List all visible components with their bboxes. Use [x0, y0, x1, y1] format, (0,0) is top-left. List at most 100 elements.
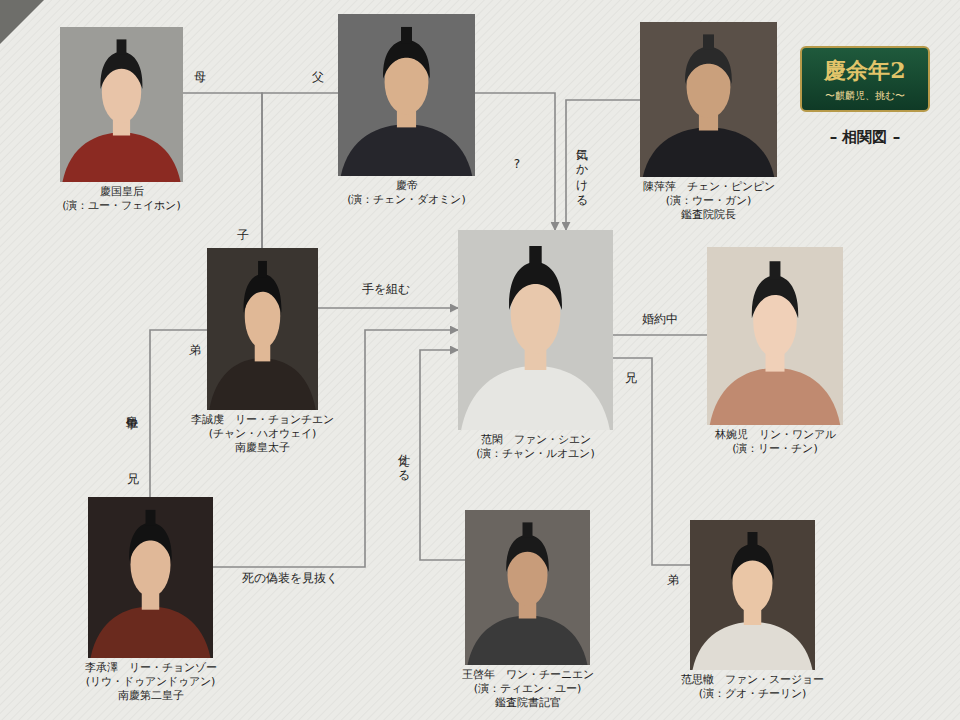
portrait-robe: [468, 615, 588, 665]
character-card: 王啓年 ワン・チーニエン(演：ティエン・ユー)鑑査院書記官: [465, 510, 590, 665]
portrait-topknot: [748, 532, 758, 547]
character-card: 慶国皇后(演：ユー・フェイホン): [60, 27, 183, 182]
portrait-placeholder: [707, 247, 843, 425]
portrait-hair: [731, 544, 774, 580]
character-card: 李承澤 リー・チョンゾー(リウ・ドゥアンドゥアン)南慶第二皇子: [88, 497, 213, 658]
portrait-placeholder: [690, 520, 815, 670]
portrait-background: [707, 247, 843, 425]
portrait-background: [640, 22, 777, 177]
relation-label: 婚約中: [642, 312, 678, 326]
character-name: 慶帝: [347, 179, 466, 193]
portrait-hair: [509, 262, 562, 310]
relation-tag: 兄: [127, 472, 139, 486]
character-caption: 范閑 ファン・シエン(演：チャン・ルオユン): [476, 433, 595, 461]
character-note: 鑑査院院長: [643, 208, 775, 222]
relation-tag: 弟: [667, 573, 679, 587]
character-caption: 范思轍 ファン・スージョー(演：グオ・チーリン): [681, 673, 824, 701]
character-name: 李承澤 リー・チョンゾー: [85, 661, 217, 675]
character-note: (演：リー・チン): [715, 442, 836, 456]
character-note: (リウ・ドゥアンドゥアン): [85, 675, 217, 689]
portrait-background: [60, 27, 183, 182]
relation-label: 父: [312, 70, 324, 84]
portrait-placeholder: [207, 248, 318, 410]
portrait-placeholder: [88, 497, 213, 658]
character-name: 慶国皇后: [62, 185, 181, 199]
portrait-robe: [341, 124, 473, 176]
relation-label: 手を組む: [362, 282, 410, 296]
relation-connector: [566, 100, 640, 230]
portrait-placeholder: [465, 510, 590, 665]
portrait-robe: [91, 606, 211, 658]
series-logo: [800, 46, 930, 112]
character-name: 王啓年 ワン・チーニエン: [462, 668, 594, 682]
character-caption: 李承澤 リー・チョンゾー(リウ・ドゥアンドゥアン)南慶第二皇子: [85, 661, 217, 703]
character-note: (チャン・ハオウェイ): [191, 427, 334, 441]
relation-connector: [262, 93, 338, 248]
character-name: 陳萍萍 チェン・ピンピン: [643, 180, 775, 194]
portrait-background: [458, 230, 613, 430]
portrait-topknot: [258, 261, 267, 277]
character-caption: 王啓年 ワン・チーニエン(演：ティエン・ユー)鑑査院書記官: [462, 668, 594, 710]
relation-label: ?: [514, 157, 520, 171]
relation-label: 仕える: [397, 445, 411, 476]
character-name: 范閑 ファン・シエン: [476, 433, 595, 447]
portrait-hair: [752, 275, 798, 318]
relation-label: 死の偽装を見抜く: [242, 571, 338, 585]
portrait-placeholder: [458, 230, 613, 430]
relation-tag: 子: [237, 228, 249, 242]
portrait-topknot: [146, 510, 156, 526]
portrait-topknot: [117, 39, 127, 55]
relation-connector: [613, 334, 707, 336]
character-note: 南慶第二皇子: [85, 689, 217, 703]
portrait-background: [465, 510, 590, 665]
portrait-robe: [209, 358, 316, 410]
portrait-topknot: [703, 34, 714, 50]
character-note: (演：ウー・ガン): [643, 194, 775, 208]
character-card: 李誠虔 リー・チョンチエン(チャン・ハオウェイ)南慶皇太子: [207, 248, 318, 410]
logo-text: 〜麒麟児、挑む〜: [825, 89, 905, 103]
character-caption: 陳萍萍 チェン・ピンピン(演：ウー・ガン)鑑査院院長: [643, 180, 775, 222]
portrait-placeholder: [640, 22, 777, 177]
relation-tag: 弟: [189, 343, 201, 357]
portrait-placeholder: [60, 27, 183, 182]
character-name: 林婉児 リン・ワンアル: [715, 428, 836, 442]
character-name: 李誠虔 リー・チョンチエン: [191, 413, 334, 427]
relation-label: 皇位争い: [125, 406, 139, 424]
character-note: (演：チャン・ルオユン): [476, 447, 595, 461]
character-note: (演：ティエン・ユー): [462, 682, 594, 696]
portrait-background: [207, 248, 318, 410]
portrait-topknot: [770, 261, 781, 279]
relation-connector: [475, 93, 555, 230]
portrait-robe: [461, 366, 610, 430]
portrait-background: [338, 14, 475, 176]
portrait-hair: [506, 535, 549, 572]
relation-connector: [183, 93, 262, 248]
character-caption: 李誠虔 リー・チョンチエン(チャン・ハオウェイ)南慶皇太子: [191, 413, 334, 455]
portrait-hair: [101, 52, 143, 89]
corner-triangle: [0, 0, 44, 44]
relation-label: 母: [194, 70, 206, 84]
portrait-hair: [244, 274, 282, 313]
portrait-background: [690, 520, 815, 670]
character-card: 陳萍萍 チェン・ピンピン(演：ウー・ガン)鑑査院院長: [640, 22, 777, 177]
character-note: (演：ユー・フェイホン): [62, 199, 181, 213]
logo-text: 慶余年2: [824, 63, 905, 77]
portrait-placeholder: [338, 14, 475, 176]
relation-connector: [318, 307, 458, 309]
portrait-robe: [693, 622, 813, 670]
portrait-topknot: [523, 522, 533, 538]
diagram-title: – 相関図 –: [830, 128, 900, 147]
character-note: 南慶皇太子: [191, 441, 334, 455]
portrait-topknot: [529, 246, 541, 266]
character-card: 范思轍 ファン・スージョー(演：グオ・チーリン): [690, 520, 815, 670]
portrait-background: [88, 497, 213, 658]
relation-connector: [613, 358, 690, 565]
character-caption: 慶帝(演：チェン・ダオミン): [347, 179, 466, 207]
character-card: 慶帝(演：チェン・ダオミン): [338, 14, 475, 176]
relation-tag: 兄: [625, 371, 637, 385]
portrait-robe: [710, 368, 841, 425]
portrait-hair: [685, 47, 732, 84]
character-card: 范閑 ファン・シエン(演：チャン・ルオユン): [458, 230, 613, 430]
